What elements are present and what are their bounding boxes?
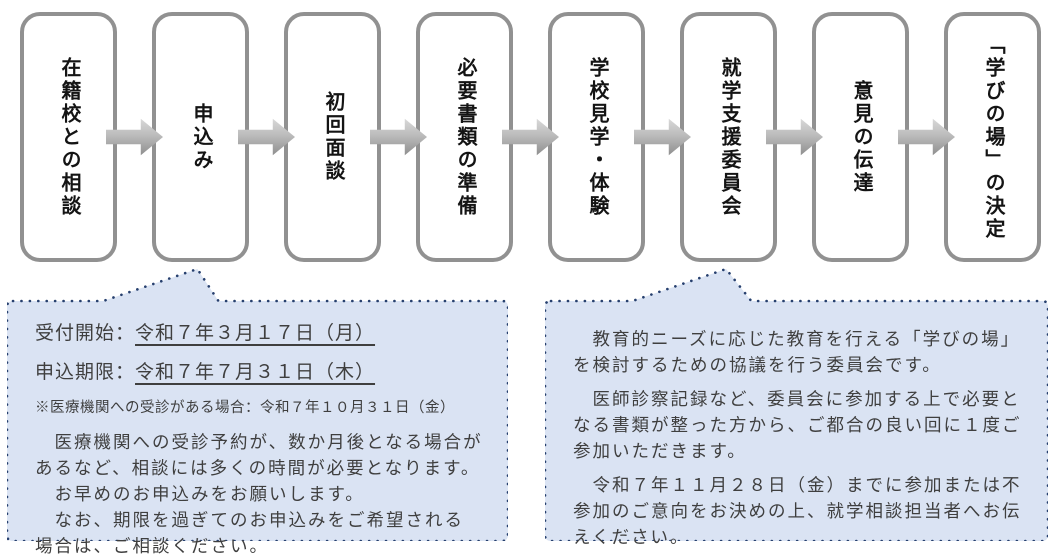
committee-documents-text: 医師診察記録など、委員会に参加する上で必要と なる書類が整った方から、ご都合の良… bbox=[573, 389, 1022, 461]
committee-callout: 教育的ニーズに応じた教育を行える「学びの場」 を検討するための協議を行う委員会で… bbox=[545, 266, 1048, 547]
flow-row: 在籍校との相談 申込み 初回面談 必要書類の準備 学校見学・体験 就学支援委員会… bbox=[20, 12, 1041, 262]
callout-bubble-shape bbox=[7, 267, 508, 541]
application-deadline-date: 令和７年７月３１日（木） bbox=[135, 362, 376, 383]
reception-start-label: 受付開始： bbox=[35, 323, 136, 344]
flow-step-label: 必要書類の準備 bbox=[454, 56, 476, 218]
reception-start-row: 受付開始：令和７年３月１７日（月） bbox=[35, 318, 492, 345]
application-deadline-row: 申込期限：令和７年７月３１日（木） bbox=[35, 357, 492, 384]
reception-start-date: 令和７年３月１７日（月） bbox=[135, 323, 376, 344]
application-body-text: 医療機関への受診予約が、数か月後となる場合が あるなど、相談には多くの時間が必要… bbox=[35, 432, 483, 556]
callout-bubble-shape bbox=[545, 267, 1048, 541]
application-deadline-label: 申込期限： bbox=[35, 362, 136, 383]
flow-step-box-2: 申込み bbox=[152, 12, 249, 262]
flow-step-label: 「学びの場」の決定 bbox=[982, 33, 1004, 241]
flow-step-label: 意見の伝達 bbox=[850, 79, 872, 195]
flow-step-label: 申込み bbox=[190, 102, 212, 172]
flow-step-label: 学校見学・体験 bbox=[586, 56, 608, 218]
flow-step-label: 在籍校との相談 bbox=[58, 56, 80, 218]
committee-purpose-text: 教育的ニーズに応じた教育を行える「学びの場」 を検討するための協議を行う委員会で… bbox=[573, 329, 1021, 375]
flow-step-box-3: 初回面談 bbox=[284, 12, 381, 262]
flow-step-box-4: 必要書類の準備 bbox=[416, 12, 513, 262]
flow-step-box-5: 学校見学・体験 bbox=[548, 12, 645, 262]
committee-callout-content: 教育的ニーズに応じた教育を行える「学びの場」 を検討するための協議を行う委員会で… bbox=[573, 326, 1032, 557]
flow-step-box-1: 在籍校との相談 bbox=[20, 12, 117, 262]
flow-step-label: 就学支援委員会 bbox=[718, 56, 740, 218]
flow-step-box-6: 就学支援委員会 bbox=[680, 12, 777, 262]
application-callout-content: 受付開始：令和７年３月１７日（月） 申込期限：令和７年７月３１日（木） ※医療機… bbox=[35, 318, 492, 557]
flow-step-label: 初回面談 bbox=[322, 91, 344, 183]
application-callout: 受付開始：令和７年３月１７日（月） 申込期限：令和７年７月３１日（木） ※医療機… bbox=[7, 266, 508, 556]
committee-deadline-text: 令和７年１１月２８日（金）までに参加または不 参加のご意向をお決めの上、就学相談… bbox=[573, 475, 1022, 547]
medical-exam-note: ※医療機関への受診がある場合：令和７年１０月３１日（金） bbox=[35, 400, 455, 416]
flow-step-box-8: 「学びの場」の決定 bbox=[944, 12, 1041, 262]
flow-step-box-7: 意見の伝達 bbox=[812, 12, 909, 262]
